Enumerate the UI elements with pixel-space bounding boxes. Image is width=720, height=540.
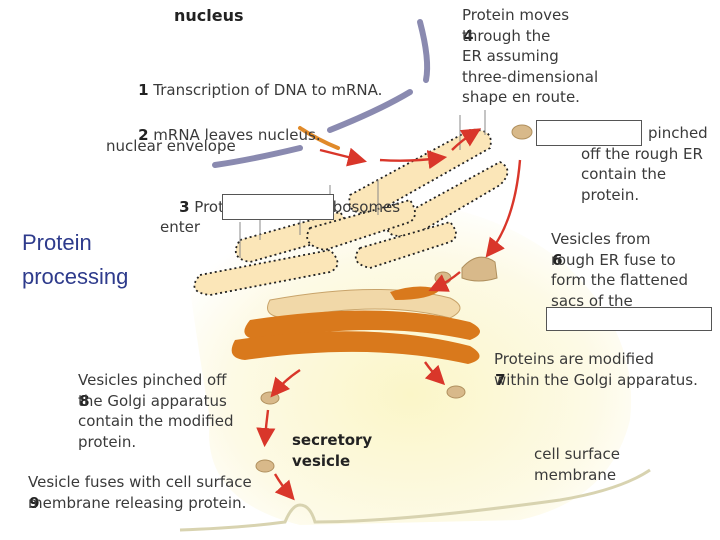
step-1: 1 Transcription of DNA to mRNA.	[119, 59, 382, 121]
step-3-answer-blank	[222, 194, 334, 220]
step-9: 9	[10, 472, 40, 534]
step-7-text: Proteins are modified within the Golgi a…	[494, 350, 698, 389]
step-5-text: pinched off the rough ER contain the pro…	[581, 123, 708, 205]
step-2: 2 mRNA leaves nucleus.	[119, 104, 321, 166]
nuclear-envelope	[212, 19, 431, 168]
step-5-body: pinched off the rough ER contain the pro…	[581, 124, 708, 204]
cell-membrane	[179, 468, 651, 532]
step-6-number: 6	[552, 250, 563, 269]
step-7: 7	[476, 349, 506, 411]
step-4-number: 4	[463, 26, 474, 45]
mrna-strand	[298, 126, 340, 150]
golgi-apparatus	[231, 286, 480, 364]
step-4-text: Protein moves through the ER assuming th…	[462, 6, 599, 106]
step-6-text: Vesicles from rough ER fuse to form the …	[551, 230, 689, 310]
step-8-text: Vesicles pinched off the Golgi apparatus…	[78, 371, 234, 451]
diagram-title: Protein processing	[22, 230, 129, 289]
arrow-to-membrane	[273, 473, 295, 501]
step-9-text: Vesicle fuses with cell surface membrane…	[28, 473, 252, 512]
step-5-answer-blank	[536, 120, 642, 146]
step-6: 6	[533, 229, 563, 291]
arrow-er-to-golgi	[485, 159, 522, 258]
nuclear-envelope-label: nuclear envelope	[106, 137, 236, 155]
step-1-number: 1	[138, 80, 149, 99]
arrow-through-er	[451, 128, 482, 151]
arrow-into-er	[379, 150, 448, 170]
arrow-golgi-vesicle	[424, 361, 446, 386]
nucleus-label: nucleus	[174, 6, 244, 25]
step-2-number: 2	[138, 125, 149, 144]
secretory-vesicle-label: secretory vesicle	[292, 431, 373, 470]
vesicles	[255, 124, 533, 473]
arrow-mrna-to-ribosome	[319, 147, 367, 167]
step-3-number: 3	[179, 197, 190, 216]
step-8: 8	[60, 370, 90, 432]
step-8-number: 8	[79, 391, 90, 410]
cytoplasm	[190, 198, 632, 525]
step-6-answer-blank	[546, 307, 712, 331]
step-9-number: 9	[29, 493, 40, 512]
step-4: 4	[444, 5, 474, 67]
rough-er	[193, 128, 509, 296]
step-1-text: Transcription of DNA to mRNA.	[153, 80, 383, 99]
step-2-text: mRNA leaves nucleus.	[153, 125, 321, 144]
process-arrows	[256, 128, 522, 501]
arrow-secretory-down	[256, 409, 276, 448]
arrow-vesicle-to-golgi	[428, 271, 461, 292]
cell-surface-membrane-label: cell surface membrane	[534, 445, 621, 484]
arrow-golgi-to-secretory	[270, 369, 301, 398]
step-7-number: 7	[495, 370, 506, 389]
